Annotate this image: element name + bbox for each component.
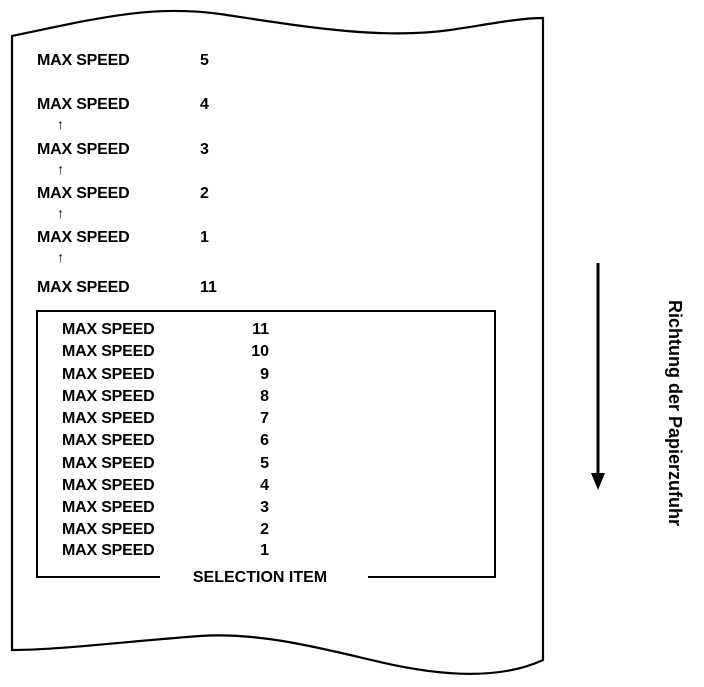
selection-caption: SELECTION ITEM xyxy=(160,570,360,586)
printout-line-value: 2 xyxy=(200,185,209,202)
selection-item-value: 1 xyxy=(260,542,269,559)
selection-item-label: MAX SPEED xyxy=(62,542,155,559)
printout-line-value: 4 xyxy=(200,96,209,113)
printout-line-label: MAX SPEED xyxy=(37,52,130,69)
selection-item-label: MAX SPEED xyxy=(62,477,155,494)
selection-item-label: MAX SPEED xyxy=(62,366,155,383)
selection-item-label: MAX SPEED xyxy=(62,455,155,472)
printout-line-label: MAX SPEED xyxy=(37,185,130,202)
selection-item-label: MAX SPEED xyxy=(62,388,155,405)
selection-item-label: MAX SPEED xyxy=(62,432,155,449)
paper-feed-direction-label: Richtung der Papierzufuhr xyxy=(665,300,685,527)
printout-line-value: 11 xyxy=(200,279,217,296)
selection-item-label: MAX SPEED xyxy=(62,321,155,338)
selection-item-value: 3 xyxy=(260,499,269,516)
selection-item-value: 11 xyxy=(252,321,269,338)
selection-item-value: 7 xyxy=(260,410,269,427)
selection-item-value: 5 xyxy=(260,455,269,472)
printout-line-label: MAX SPEED xyxy=(37,141,130,158)
selection-item-label: MAX SPEED xyxy=(62,410,155,427)
up-arrow-icon: ↑ xyxy=(57,205,64,221)
printout-line-value: 5 xyxy=(200,52,209,69)
up-arrow-icon: ↑ xyxy=(57,249,64,265)
printout-line-label: MAX SPEED xyxy=(37,96,130,113)
feed-arrow-head xyxy=(591,473,605,490)
up-arrow-icon: ↑ xyxy=(57,161,64,177)
selection-item-value: 9 xyxy=(260,366,269,383)
selection-item-value: 8 xyxy=(260,388,269,405)
selection-item-label: MAX SPEED xyxy=(62,343,155,360)
selection-item-value: 2 xyxy=(260,521,269,538)
selection-item-value: 6 xyxy=(260,432,269,449)
printout-line-label: MAX SPEED xyxy=(37,229,130,246)
selection-item-label: MAX SPEED xyxy=(62,499,155,516)
printout-line-value: 3 xyxy=(200,141,209,158)
up-arrow-icon: ↑ xyxy=(57,116,64,132)
selection-box xyxy=(36,310,496,578)
selection-item-value: 4 xyxy=(260,477,269,494)
printout-line-value: 1 xyxy=(200,229,209,246)
paper-sheet xyxy=(10,9,545,675)
selection-item-value: 10 xyxy=(251,343,269,360)
printout-line-label: MAX SPEED xyxy=(37,279,130,296)
selection-item-label: MAX SPEED xyxy=(62,521,155,538)
